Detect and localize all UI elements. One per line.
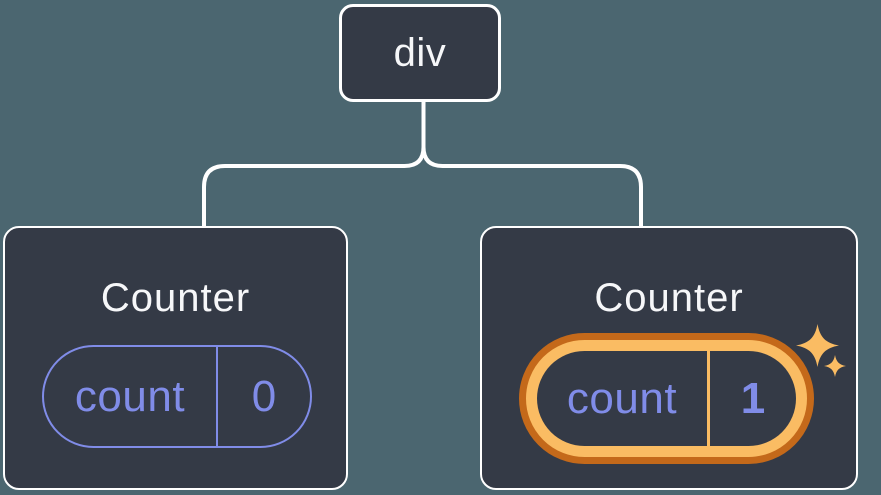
state-name: count (566, 373, 678, 423)
sparkle-large-icon (796, 324, 839, 367)
counter-title: Counter (594, 276, 744, 320)
connector-right-branch (421, 101, 643, 228)
sparkle-small-icon (824, 355, 846, 377)
sparkles-icon (796, 324, 846, 377)
state-name: count (74, 371, 186, 421)
counter-card-right: Counter count 1 (480, 226, 858, 490)
state-value: 0 (216, 347, 310, 446)
counter-title: Counter (100, 276, 251, 320)
state-value: 1 (707, 351, 796, 446)
counter-card-left: Counter count 0 (3, 226, 348, 490)
state-pill-highlight-ring: count 1 (519, 333, 814, 464)
state-pill: count 0 (42, 345, 312, 448)
root-node-label: div (393, 30, 447, 75)
root-node-div: div (339, 4, 501, 102)
connector-left-branch (202, 101, 426, 228)
state-pill-highlighted: count 1 (537, 351, 796, 446)
